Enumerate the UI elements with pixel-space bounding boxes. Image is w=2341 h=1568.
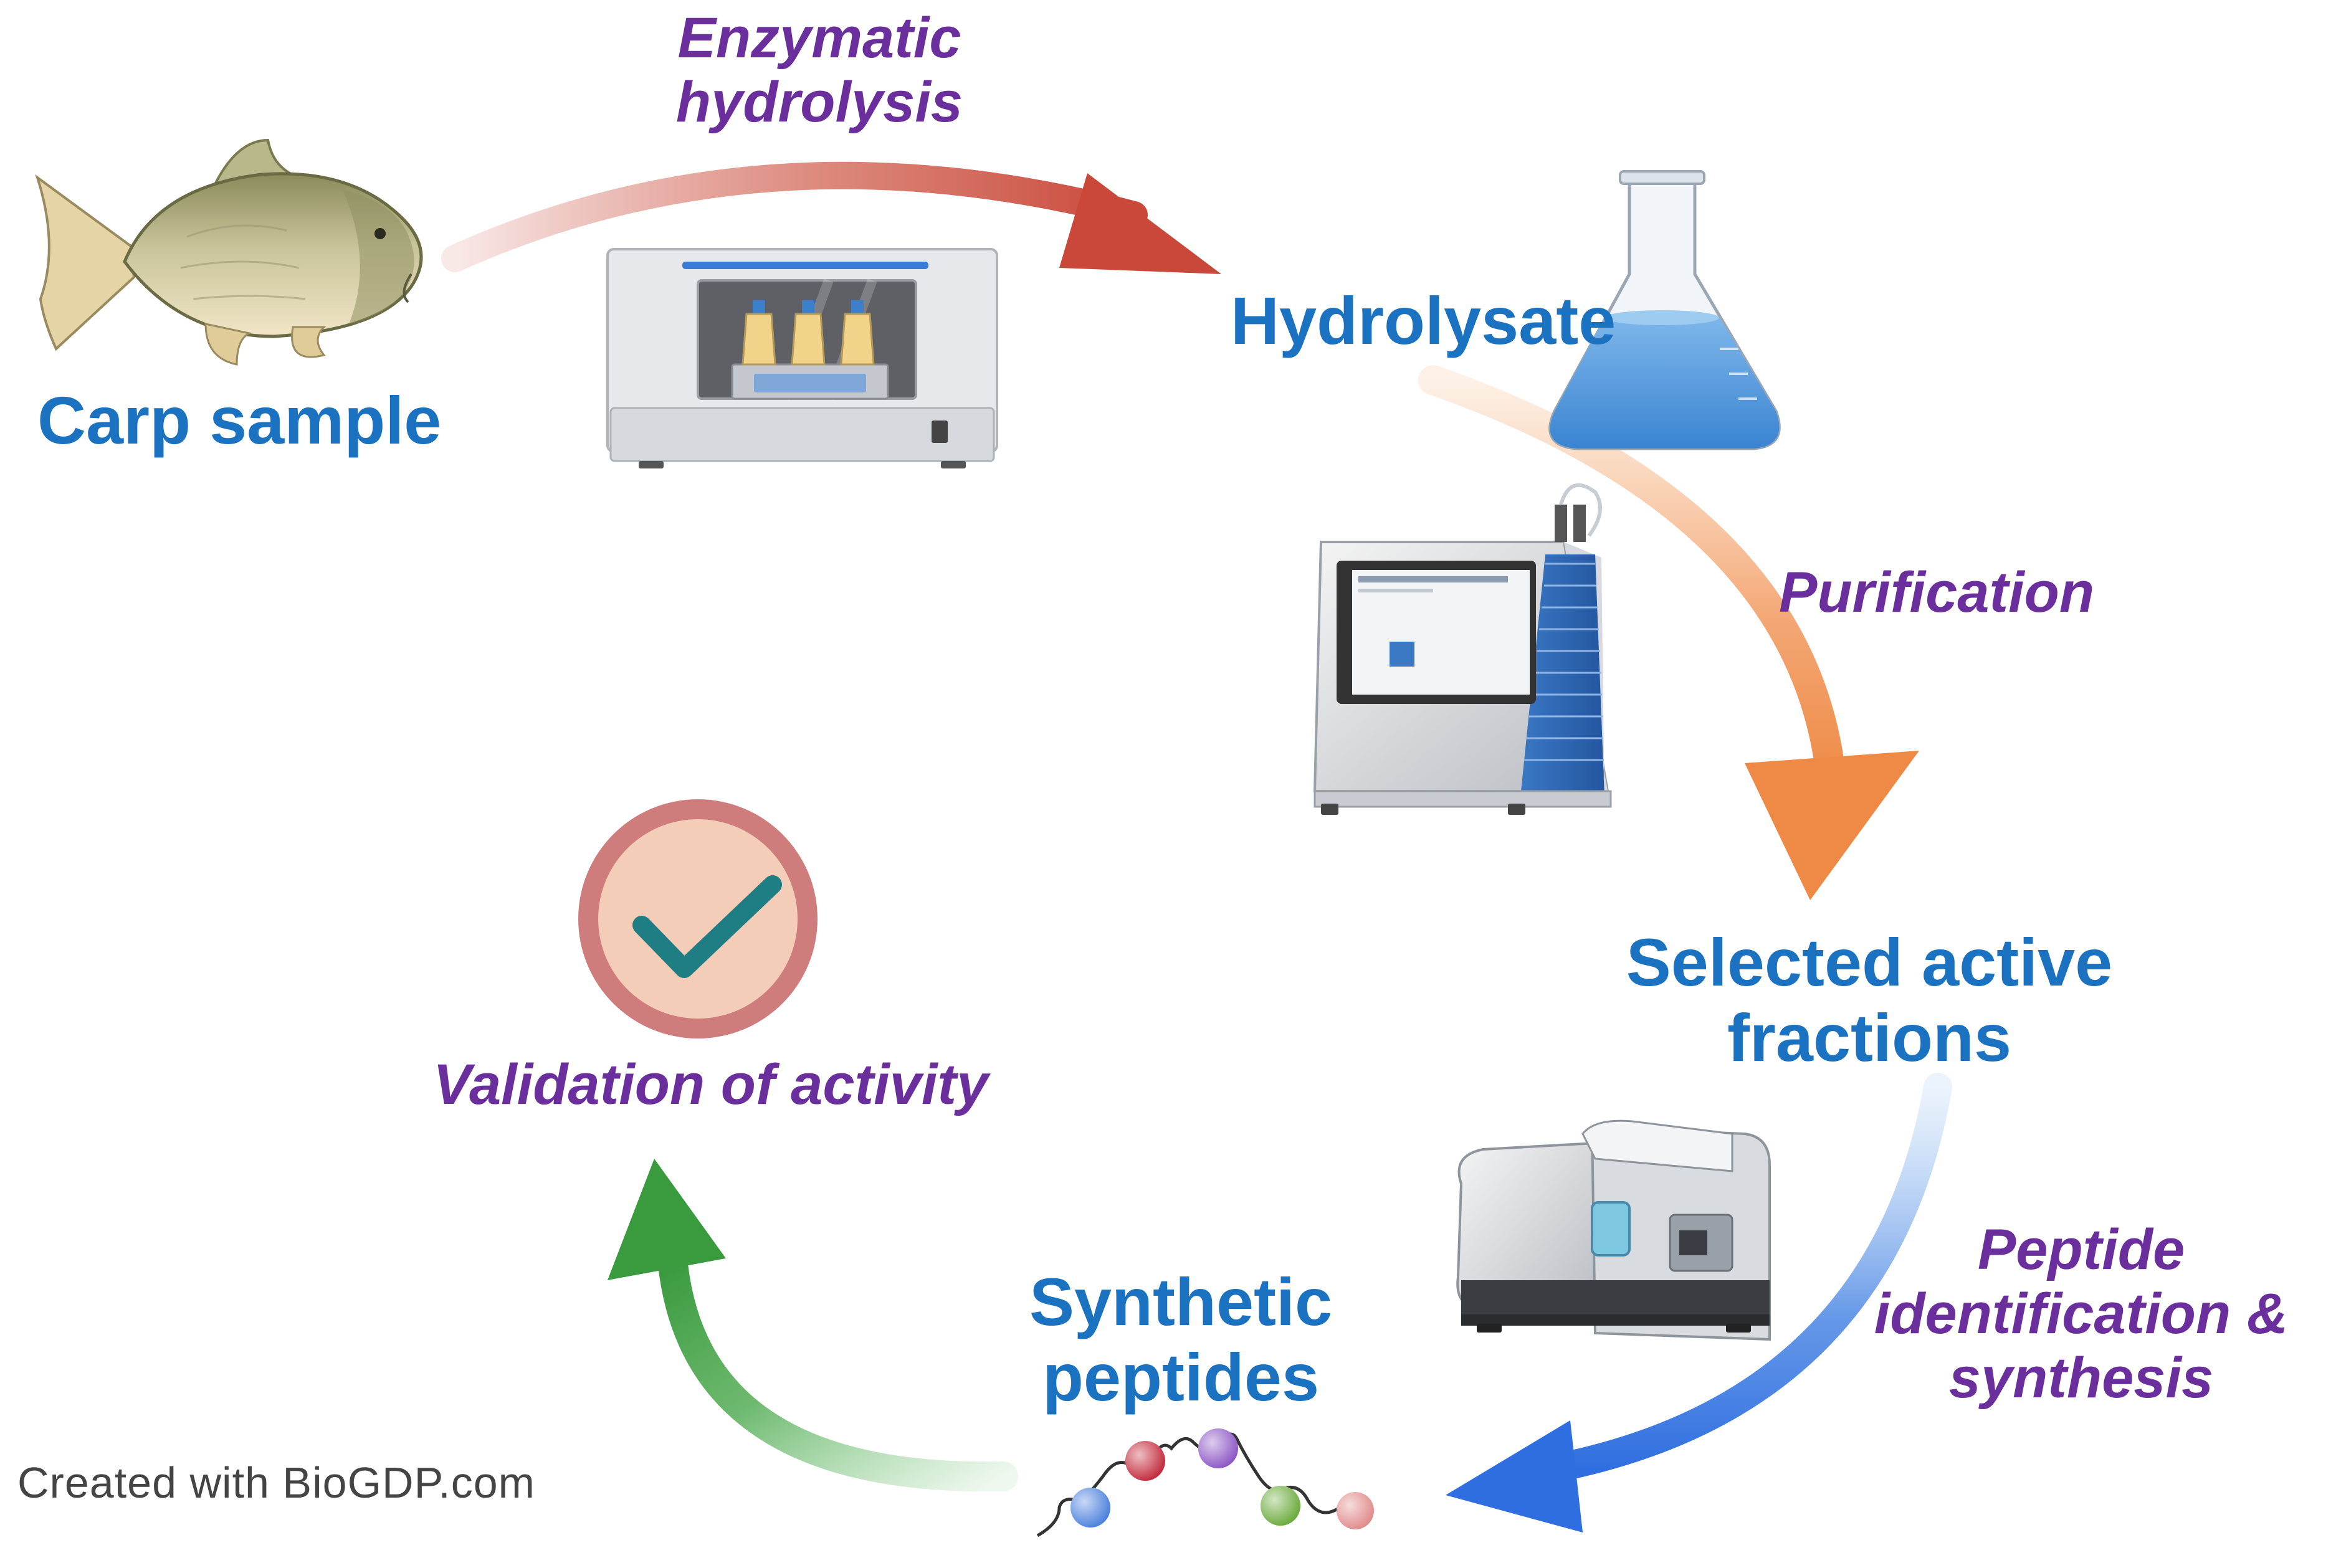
label-synthetic-peptides-line1: Synthetic (1029, 1264, 1333, 1339)
checkmark-badge-icon (578, 799, 818, 1038)
amino-acid-green (1261, 1486, 1300, 1526)
arrow-purification (1418, 365, 1919, 900)
label-purification: Purification (1779, 561, 2095, 624)
mass-spectrometer-icon (1456, 1119, 1771, 1341)
amino-acid-purple (1198, 1428, 1238, 1468)
amino-acid-pink (1337, 1492, 1374, 1529)
arrow-enzymatic-hydrolysis (441, 161, 1221, 274)
fish-icon (35, 138, 423, 366)
amino-acid-blue (1070, 1488, 1110, 1528)
peptide-chain-icon (1036, 1428, 1374, 1537)
arrow-validation (608, 1159, 1018, 1492)
label-peptide-identification-line3: synthesis (1948, 1346, 2214, 1410)
label-enzymatic-hydrolysis-line2: hydrolysis (675, 70, 963, 135)
label-carp-sample: Carp sample (37, 382, 442, 458)
label-synthetic-peptides-line2: peptides (1042, 1339, 1320, 1415)
credit-text: Created with BioGDP.com (17, 1458, 535, 1507)
label-selected-active-fractions-line2: fractions (1727, 999, 2012, 1075)
label-peptide-identification-line1: Peptide (1977, 1218, 2185, 1281)
incubator-shaker-icon (606, 248, 998, 468)
label-selected-active-fractions-line1: Selected active (1626, 924, 2113, 1000)
amino-acid-red (1125, 1441, 1165, 1481)
label-peptide-identification-synthesis: Peptide identification & synthesis (1832, 1218, 2330, 1410)
label-peptide-identification-line2: identification & (1874, 1282, 2289, 1346)
culture-flasks (741, 300, 875, 366)
label-hydrolysate: Hydrolysate (1231, 283, 1616, 358)
arrow-peptide-identification (1446, 1073, 1952, 1532)
label-validation-of-activity: Validation of activity (433, 1053, 989, 1116)
label-enzymatic-hydrolysis-line1: Enzymatic (677, 6, 961, 70)
label-selected-active-fractions: Selected active fractions (1589, 924, 2150, 1076)
label-enzymatic-hydrolysis: Enzymatic hydrolysis (626, 6, 1013, 135)
erlenmeyer-flask-icon (1548, 170, 1781, 450)
chromatography-instrument-icon (1313, 483, 1612, 815)
label-synthetic-peptides: Synthetic peptides (988, 1264, 1374, 1415)
